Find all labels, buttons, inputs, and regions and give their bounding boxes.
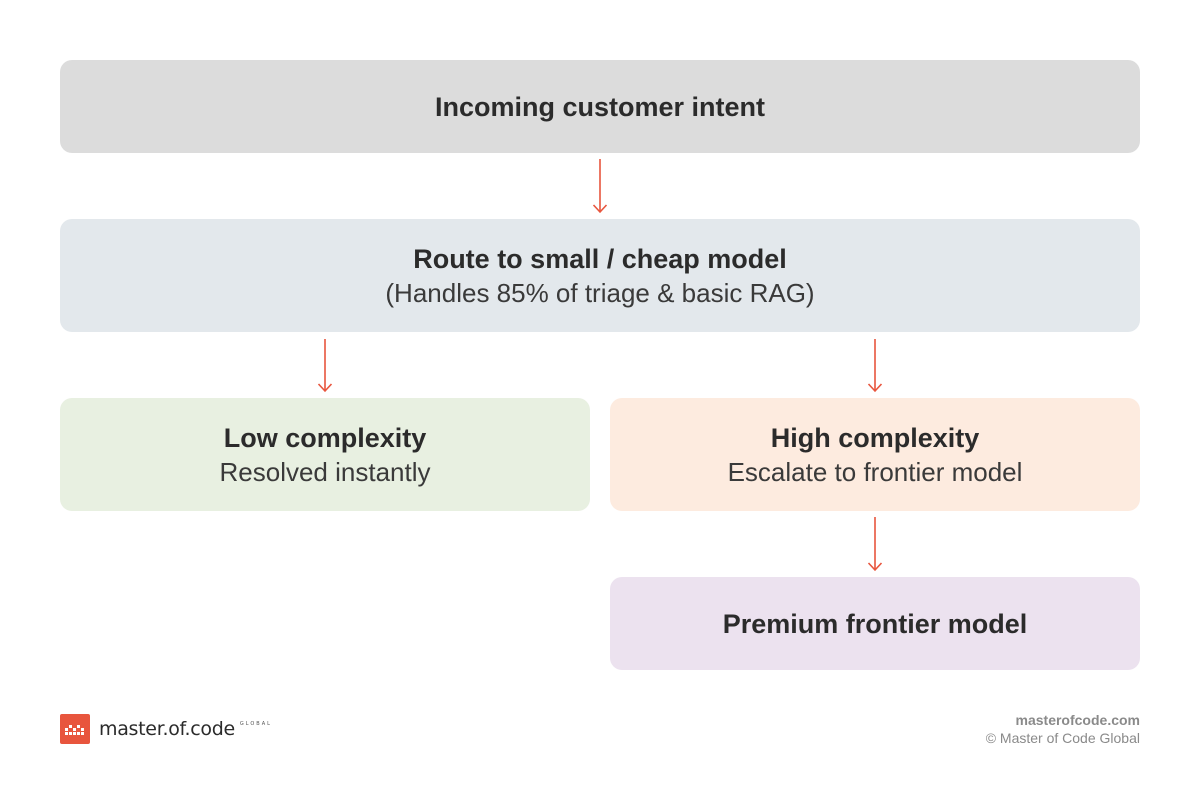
master-of-code-logo-icon	[60, 714, 90, 744]
arrow-intent-to-route	[592, 159, 608, 214]
node-high-complexity: High complexity Escalate to frontier mod…	[610, 398, 1140, 511]
arrow-route-to-low	[317, 339, 333, 393]
node-route-small-model: Route to small / cheap model (Handles 85…	[60, 219, 1140, 332]
node-title: Incoming customer intent	[434, 91, 766, 122]
node-title: Low complexity	[223, 422, 427, 453]
node-low-complexity: Low complexity Resolved instantly	[60, 398, 590, 511]
node-subtitle: (Handles 85% of triage & basic RAG)	[385, 277, 815, 308]
node-incoming-customer-intent: Incoming customer intent	[60, 60, 1140, 153]
copyright: © Master of Code Global	[985, 730, 1140, 746]
arrow-high-to-premium	[867, 517, 883, 572]
node-subtitle: Resolved instantly	[219, 456, 431, 487]
site-url: masterofcode.com	[1015, 712, 1140, 728]
node-subtitle: Escalate to frontier model	[727, 456, 1023, 487]
logo-sup: GLOBAL	[239, 721, 272, 727]
node-title: High complexity	[770, 422, 980, 453]
arrow-route-to-high	[867, 339, 883, 393]
logo-wordmark: master.of.code	[99, 718, 235, 740]
node-title: Route to small / cheap model	[413, 243, 787, 274]
node-title: Premium frontier model	[722, 608, 1028, 639]
credits: masterofcode.com © Master of Code Global	[986, 711, 1140, 747]
node-premium-frontier-model: Premium frontier model	[610, 577, 1140, 670]
brand-logo: master.of.code GLOBAL	[60, 714, 272, 744]
